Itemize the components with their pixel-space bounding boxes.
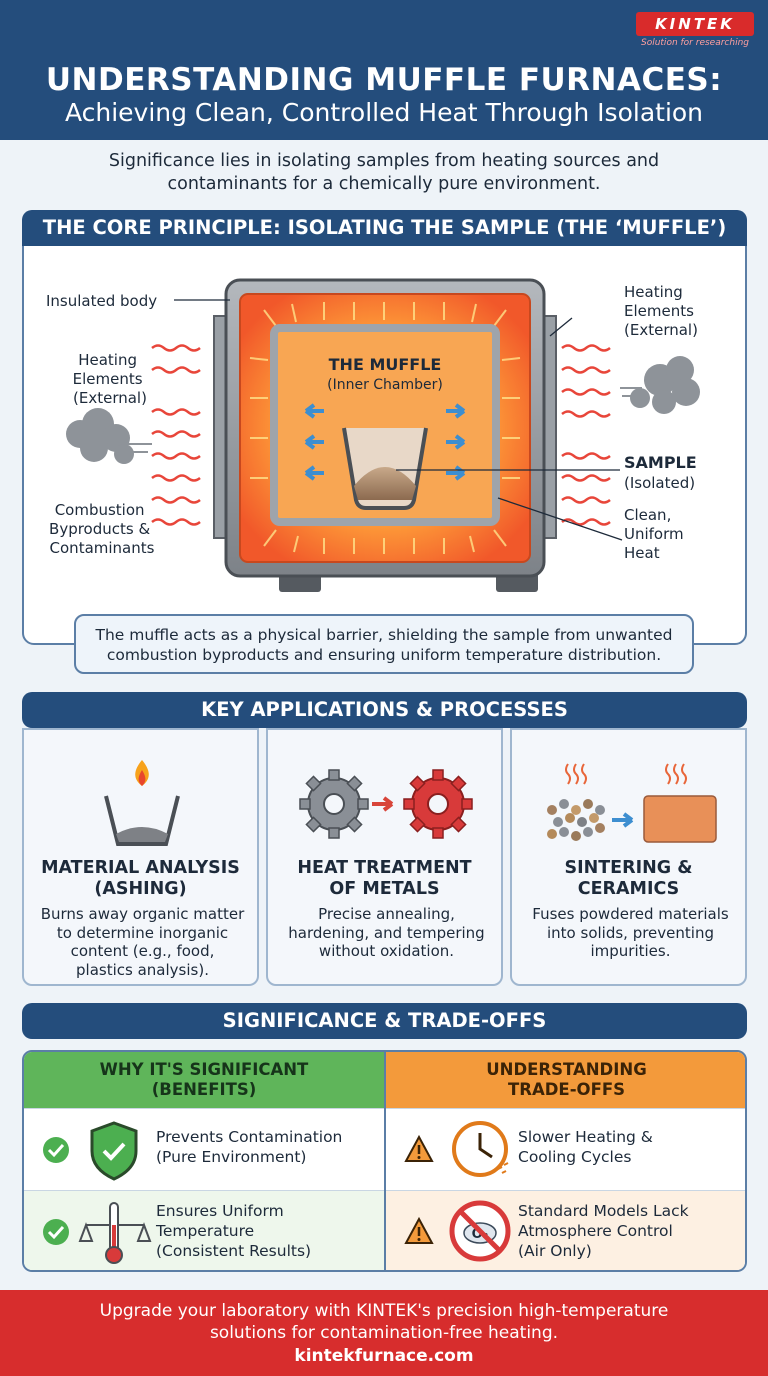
tradeoffs-heading: SIGNIFICANCE & TRADE-OFFS — [22, 1003, 747, 1039]
principle-heading: THE CORE PRINCIPLE: ISOLATING THE SAMPLE… — [22, 210, 747, 246]
card-title: SINTERING & CERAMICS — [564, 858, 693, 899]
card-title: HEAT TREATMENT OF METALS — [297, 858, 472, 899]
tradeoff-row: Slower Heating & Cooling Cycles — [386, 1108, 745, 1190]
label-insulated-body: Insulated body — [46, 292, 157, 310]
tradeoffs-column: UNDERSTANDING TRADE-OFFS Slower Heating … — [386, 1052, 745, 1270]
tradeoffs-table: WHY IT'S SIGNIFICANT (BENEFITS) Prevents… — [22, 1050, 747, 1272]
smoke-cloud-left-icon — [66, 408, 152, 464]
logo-wordmark: KINTEK — [636, 12, 754, 36]
header: KINTEK Solution for researching UNDERSTA… — [0, 0, 768, 140]
card-title: MATERIAL ANALYSIS (ASHING) — [41, 858, 240, 899]
gears-icon — [299, 769, 473, 839]
application-card-heat-treatment: HEAT TREATMENT OF METALS Precise anneali… — [266, 728, 503, 986]
heating-elements-left-waves — [151, 344, 201, 526]
muffle-subtitle: (Inner Chamber) — [327, 377, 443, 393]
label-sample-title: SAMPLE — [624, 453, 697, 472]
label-heating-left: Heating Elements (External) — [73, 351, 148, 407]
footer-text: Upgrade your laboratory with KINTEK's pr… — [99, 1301, 669, 1343]
card-description: Precise annealing, hardening, and temper… — [288, 905, 485, 960]
clock-icon — [404, 1121, 509, 1177]
footer-banner: Upgrade your laboratory with KINTEK's pr… — [0, 1290, 768, 1376]
application-card-sintering: SINTERING & CERAMICS Fuses powdered mate… — [510, 728, 747, 986]
benefits-header: WHY IT'S SIGNIFICANT (BENEFITS) — [24, 1052, 384, 1108]
label-clean-heat: Clean, Uniform Heat — [624, 506, 688, 562]
tradeoffs-header: UNDERSTANDING TRADE-OFFS — [386, 1052, 745, 1108]
muffle-title: THE MUFFLE — [329, 355, 442, 374]
crucible-flame-icon — [104, 760, 180, 846]
muffle-inner-chamber — [270, 324, 500, 526]
footer-url-link[interactable]: kintekfurnace.com — [294, 1346, 474, 1366]
benefits-column: WHY IT'S SIGNIFICANT (BENEFITS) Prevents… — [24, 1052, 386, 1270]
logo-tagline: Solution for researching — [640, 38, 749, 48]
shield-check-icon — [43, 1121, 138, 1181]
tradeoff-row: O₂ Standard Models Lack Atmosphere Contr… — [386, 1190, 745, 1270]
no-oxygen-icon: O₂ — [404, 1200, 511, 1262]
label-sample-sub: (Isolated) — [624, 474, 695, 492]
label-heating-right: Heating Elements (External) — [624, 283, 699, 339]
muffle-furnace-diagram: THE MUFFLE (Inner Chamber) — [46, 278, 700, 592]
sintering-icon — [547, 763, 717, 843]
card-description: Fuses powdered materials into solids, pr… — [532, 905, 729, 960]
label-combustion: Combustion Byproducts & Contaminants — [49, 501, 155, 557]
page-subtitle: Achieving Clean, Controlled Heat Through… — [64, 98, 704, 127]
thermometer-scale-icon — [43, 1202, 152, 1264]
heating-elements-right-waves — [561, 344, 611, 526]
sample-powder — [354, 467, 416, 500]
application-card-ashing: MATERIAL ANALYSIS (ASHING) Burns away or… — [22, 728, 259, 986]
intro-text: Significance lies in isolating samples f… — [108, 151, 660, 194]
card-description: Burns away organic matter to determine i… — [40, 905, 245, 979]
page-title: UNDERSTANDING MUFFLE FURNACES: — [45, 62, 723, 98]
label-leader-lines — [174, 299, 623, 541]
applications-heading: KEY APPLICATIONS & PROCESSES — [22, 692, 747, 728]
benefit-row: Prevents Contamination (Pure Environment… — [24, 1108, 384, 1190]
principle-callout: The muffle acts as a physical barrier, s… — [74, 614, 694, 674]
brand-logo[interactable]: KINTEK Solution for researching — [636, 12, 754, 48]
benefit-row: Ensures Uniform Temperature (Consistent … — [24, 1190, 384, 1270]
smoke-cloud-right-icon — [620, 356, 700, 414]
uniform-heat-arrows — [304, 403, 466, 481]
heat-glow-rays — [249, 302, 521, 554]
